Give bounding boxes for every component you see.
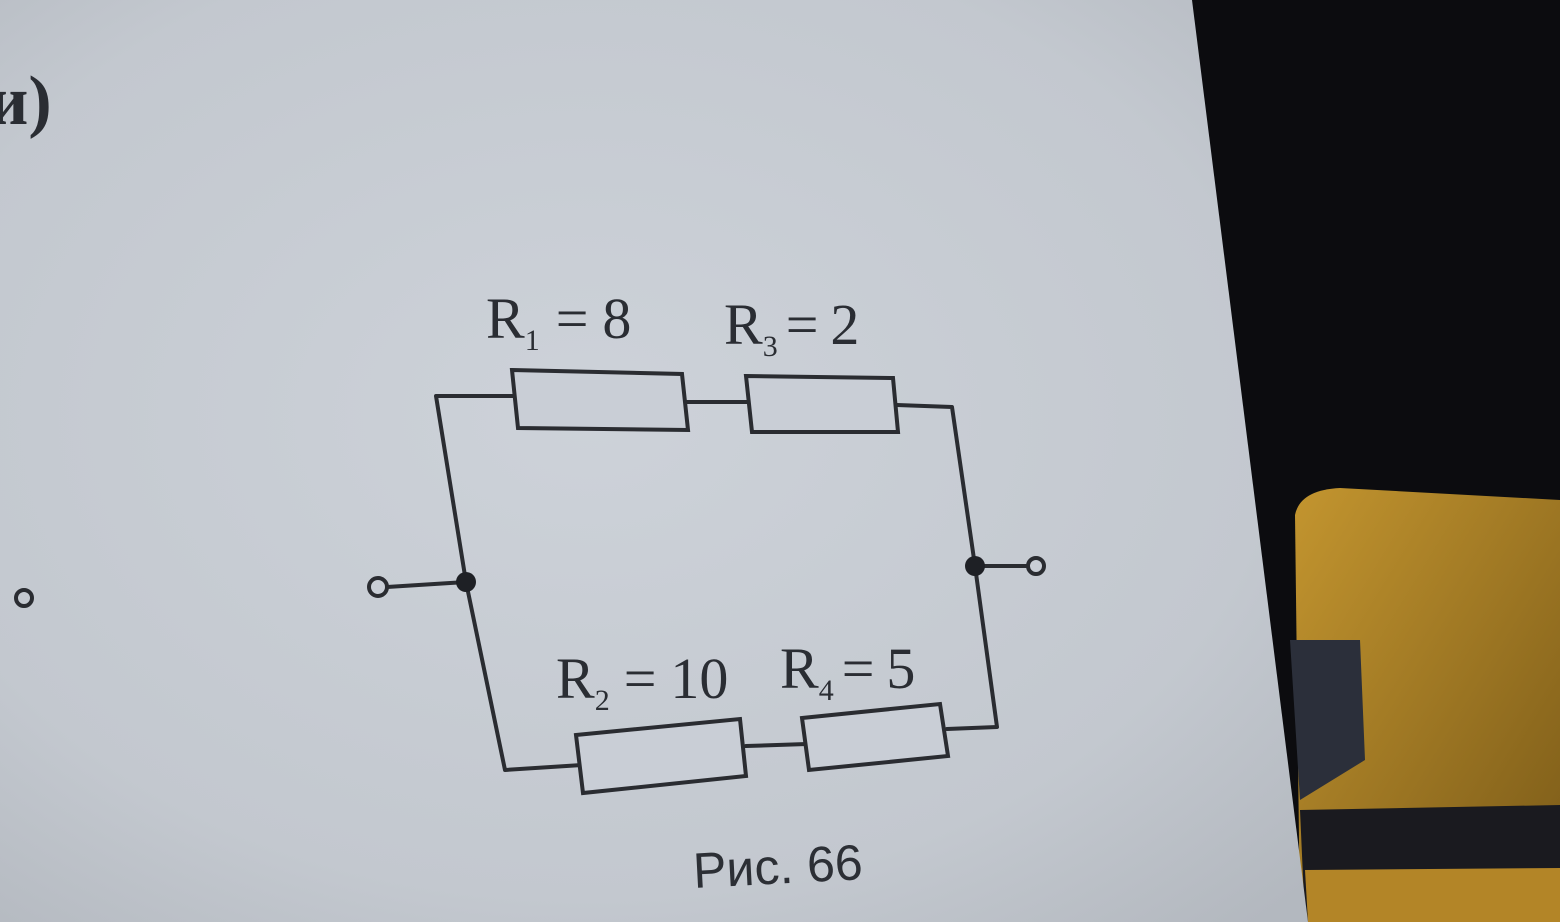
- figure-caption: Рис. 66: [692, 834, 864, 899]
- desk-lower-edge: [1305, 868, 1560, 922]
- resistor-r2: [573, 716, 749, 796]
- right-junction-node: [965, 556, 985, 576]
- partial-terminal: [14, 588, 34, 608]
- input-terminal: [367, 576, 389, 598]
- label-r4: R4=5: [780, 636, 915, 707]
- desk-shadow: [1290, 640, 1365, 800]
- label-r3: R3=2: [724, 292, 859, 363]
- paper-sheet: [0, 0, 1308, 922]
- resistor-r1: [509, 367, 691, 433]
- resistors: [509, 367, 951, 796]
- left-junction-node: [456, 572, 476, 592]
- label-r1: R1=8: [486, 286, 631, 357]
- input-lead: [385, 580, 468, 589]
- output-terminal: [1026, 556, 1046, 576]
- wire-r2-r4: [744, 742, 809, 748]
- page-fragment-text: и): [0, 63, 52, 140]
- resistor-r3: [743, 373, 901, 434]
- resistor-r4: [799, 701, 951, 773]
- label-r2: R2=10: [556, 646, 728, 717]
